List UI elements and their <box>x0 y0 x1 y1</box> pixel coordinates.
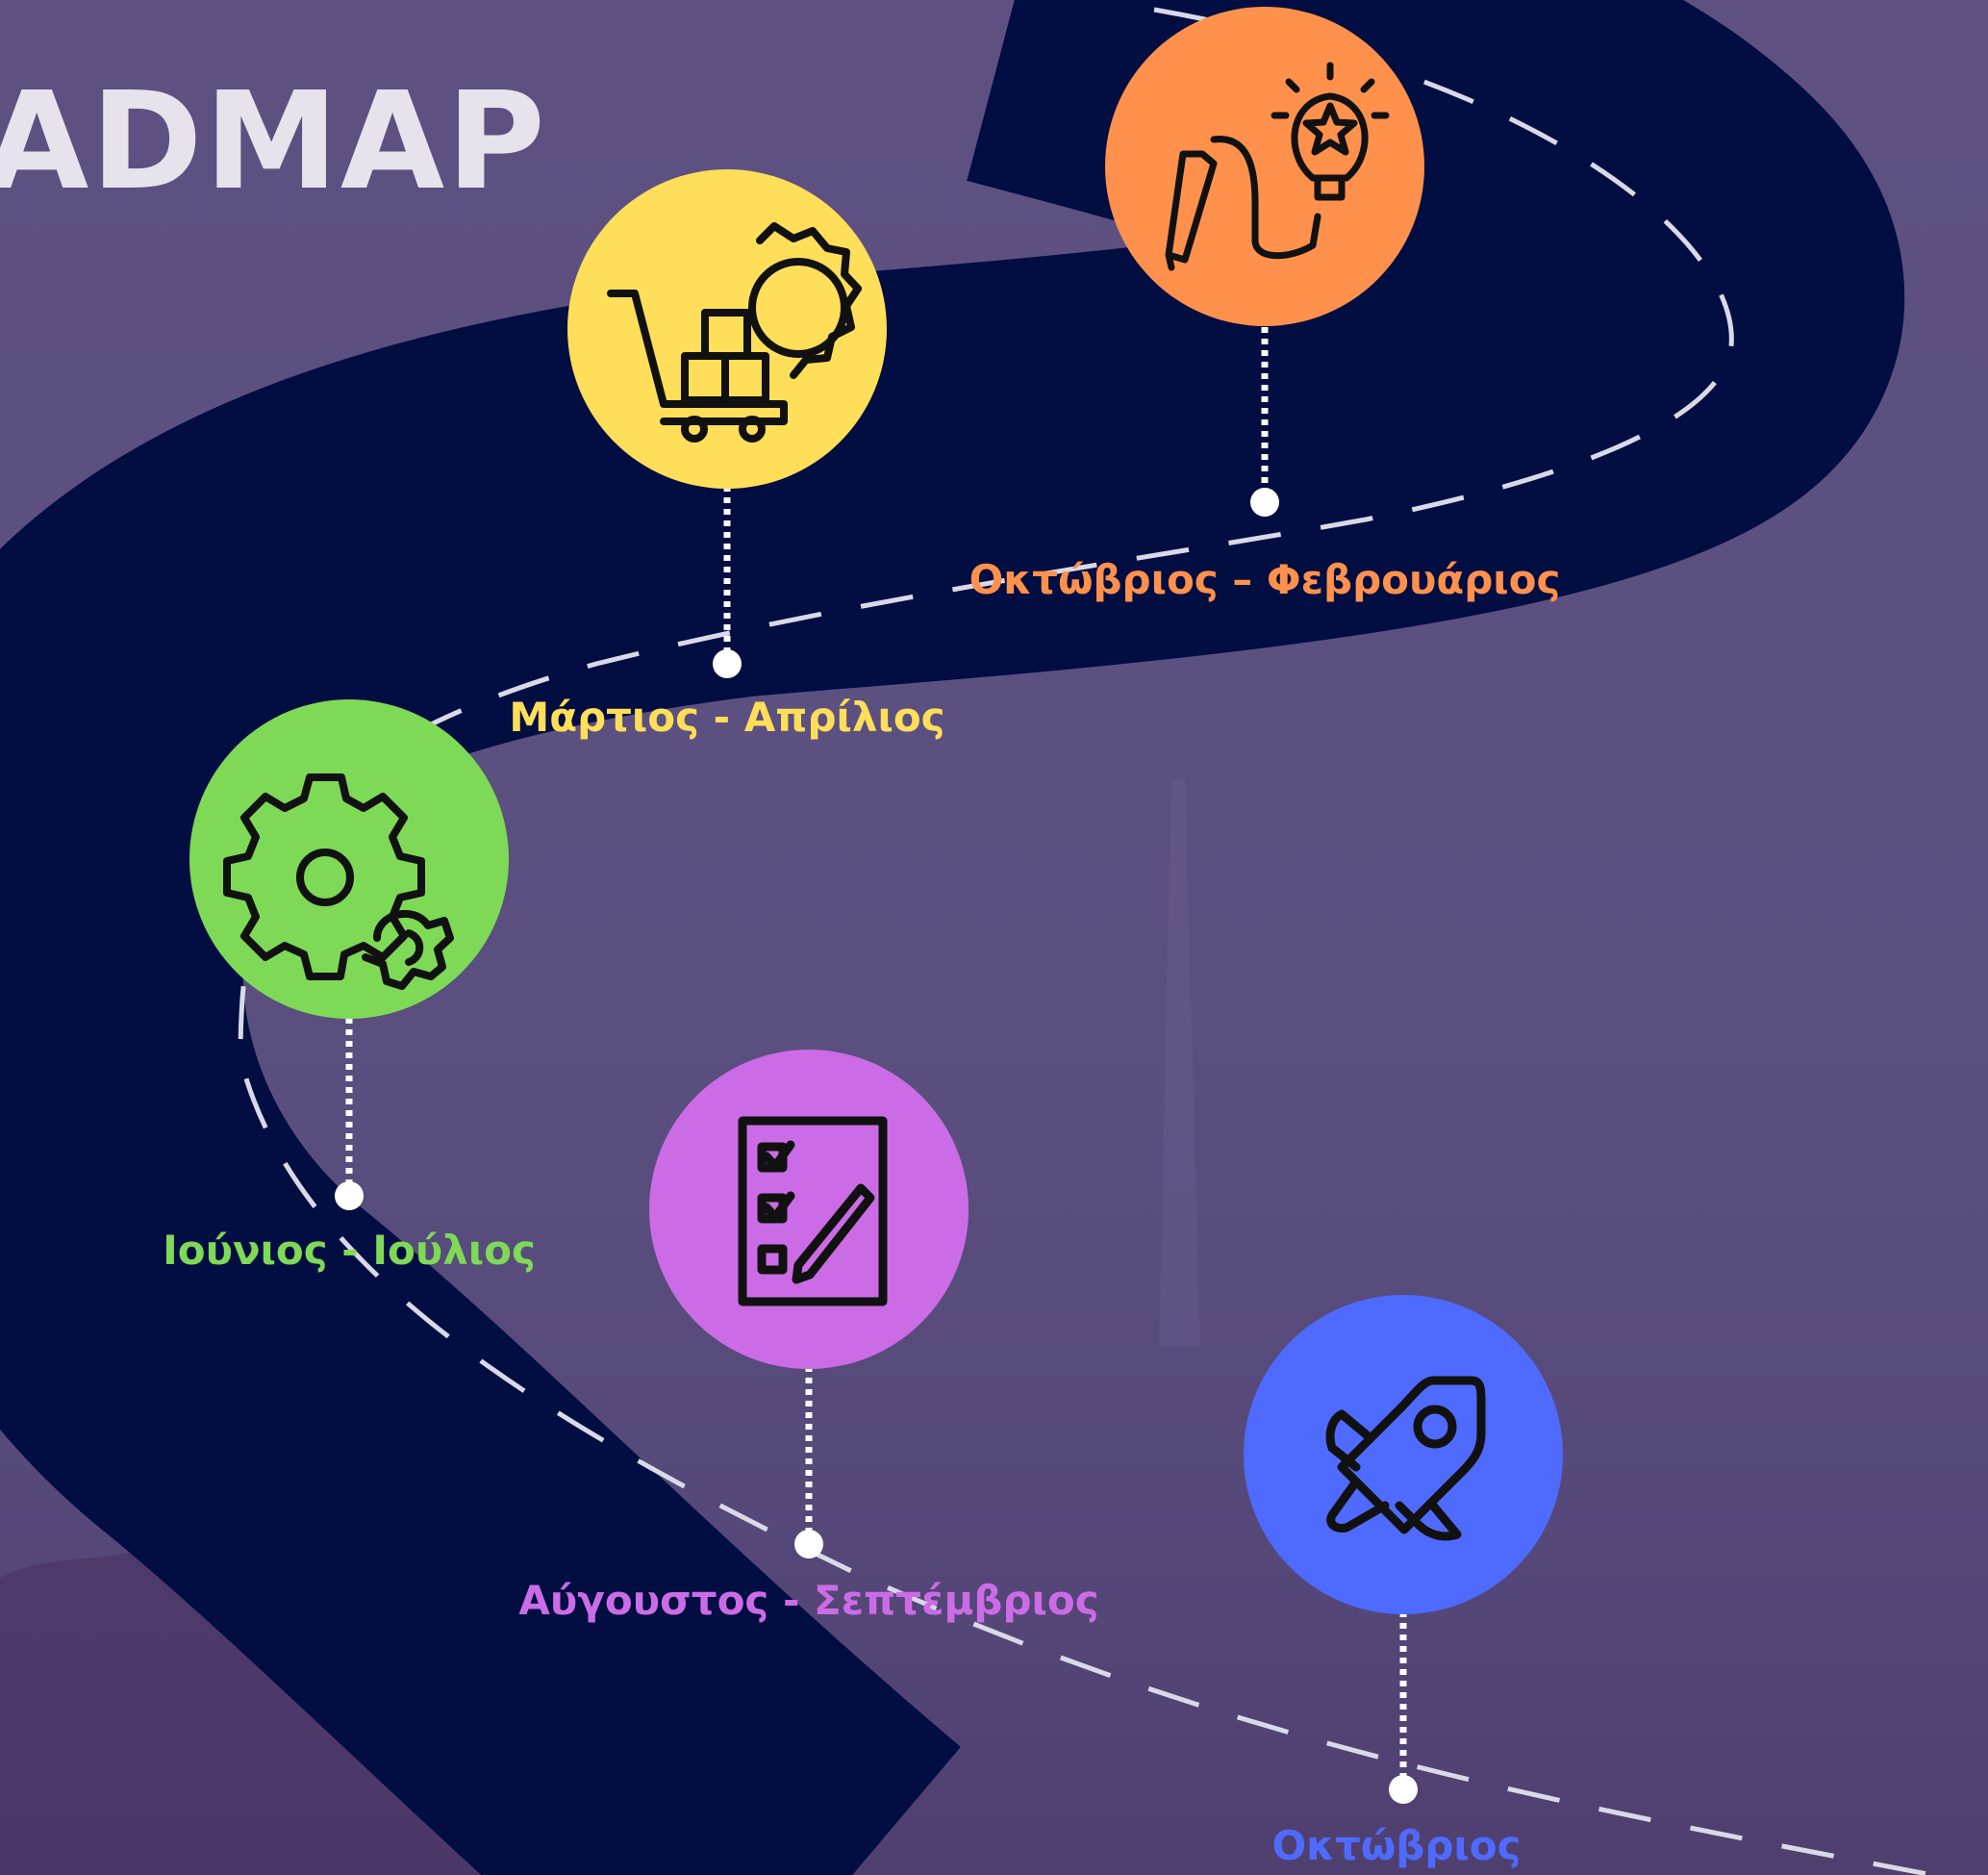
milestone-jun-jul <box>189 699 509 1210</box>
milestone-dot <box>335 1181 364 1210</box>
milestone-badge <box>649 1050 969 1369</box>
background-foliage <box>0 1533 500 1875</box>
road-center-line <box>238 7 1946 1875</box>
idea-lightbulb-pencil-icon <box>1165 62 1390 271</box>
rocket-icon <box>1325 1376 1486 1541</box>
milestone-label-oct: Οκτώβριος <box>1271 1822 1522 1869</box>
milestone-label-jun-jul: Ιούνιος - Ιούλιος <box>163 1227 536 1274</box>
cart-boxes-gear-icon <box>607 222 862 443</box>
gears-icon <box>223 773 454 990</box>
milestone-label-oct-feb: Οκτώβριος – Φεβρουάριος <box>969 556 1561 603</box>
milestone-dot <box>1389 1775 1418 1804</box>
checklist-pencil-icon <box>738 1116 888 1306</box>
milestone-badge <box>1105 7 1424 326</box>
milestone-dot <box>794 1530 823 1558</box>
milestone-aug-sep <box>649 1050 969 1558</box>
page-title: ADMAP <box>0 63 547 220</box>
milestone-badge <box>189 699 509 1019</box>
milestone-badge <box>1244 1295 1563 1614</box>
milestone-badge <box>567 169 887 489</box>
milestone-oct-feb <box>1105 7 1424 517</box>
milestone-mar-apr <box>567 169 887 678</box>
milestone-oct <box>1244 1295 1563 1804</box>
road <box>0 0 1904 1875</box>
milestone-dot <box>1250 488 1279 517</box>
background-spire <box>1159 779 1200 1347</box>
milestone-label-mar-apr: Μάρτιος - Απρίλιος <box>509 694 945 741</box>
milestone-dot <box>713 649 742 678</box>
milestone-label-aug-sep: Αύγουστος - Σεπτέμβριος <box>518 1577 1099 1624</box>
